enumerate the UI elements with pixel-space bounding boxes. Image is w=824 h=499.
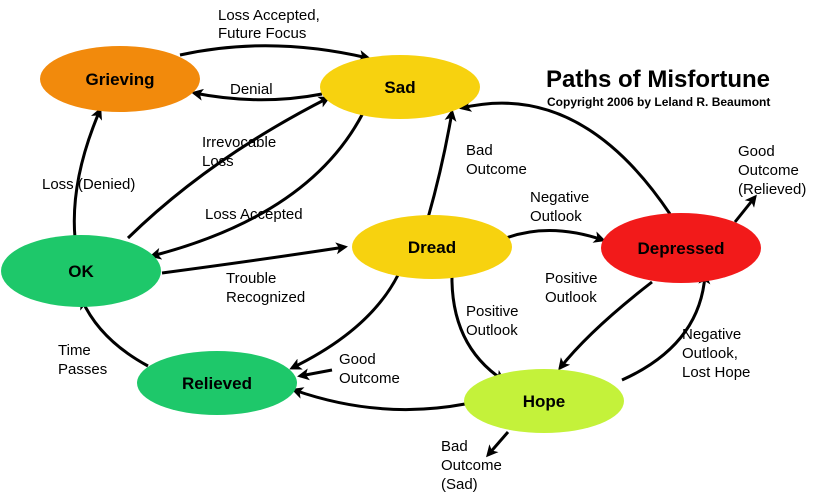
edge-dread-to-relieved [289, 274, 400, 370]
label-bad-outcome: Bad Outcome [466, 142, 527, 178]
node-dread-shape [352, 215, 512, 279]
label-positive-outlook-depressed: Positive Outlook [545, 270, 602, 306]
edge-ok-to-dread [161, 242, 348, 275]
node-ok-label: OK [68, 262, 94, 281]
node-sad: Sad [320, 55, 480, 119]
node-hope-label: Hope [523, 392, 566, 411]
label-loss-accepted-future-focus: Loss Accepted, Future Focus [218, 7, 324, 42]
node-relieved-label: Relieved [182, 374, 252, 393]
node-grieving: Grieving [40, 46, 200, 112]
label-negative-outlook: Negative Outlook [530, 189, 593, 225]
node-depressed-label: Depressed [638, 239, 725, 258]
node-grieving-shape [40, 46, 200, 112]
label-bad-outcome-sad: Bad Outcome (Sad) [441, 438, 506, 493]
node-ok-shape [1, 235, 161, 307]
edge-labels: Loss Accepted, Future Focus Denial Loss … [42, 7, 806, 493]
label-good-outcome-relieved: Good Outcome (Relieved) [738, 143, 806, 198]
edge-depressed-to-hope [558, 280, 653, 371]
label-negative-outlook-lost-hope: Negative Outlook, Lost Hope [682, 326, 750, 381]
edge-sad-to-ok [149, 112, 365, 260]
node-hope: Hope [464, 369, 624, 433]
edge-relieved-to-ok [80, 297, 149, 368]
node-sad-label: Sad [384, 78, 415, 97]
edge-depressed-to-sad [459, 100, 672, 215]
node-grieving-label: Grieving [86, 70, 155, 89]
edge-ok-to-sad [126, 96, 331, 240]
label-irrevocable-loss: Irrevocable Loss [202, 134, 280, 170]
node-depressed: Depressed [601, 213, 761, 283]
label-loss-accepted: Loss Accepted [205, 206, 303, 223]
edge-sad-to-grieving [191, 88, 323, 102]
label-trouble-recognized: Trouble Recognized [226, 270, 305, 306]
label-denial: Denial [230, 81, 273, 98]
edge-grieving-to-sad [179, 44, 371, 62]
label-time-passes: Time Passes [58, 342, 107, 378]
edge-depressed-to-relieved-outcome [733, 194, 757, 223]
node-depressed-shape [601, 213, 761, 283]
edge-dread-to-sad [426, 109, 457, 219]
node-dread-label: Dread [408, 238, 456, 257]
edge-dread-to-hope [450, 271, 506, 382]
edges [72, 44, 757, 458]
node-sad-shape [320, 55, 480, 119]
node-ok: OK [1, 235, 161, 307]
label-positive-outlook-dread: Positive Outlook [466, 303, 523, 339]
node-hope-shape [464, 369, 624, 433]
edge-good-outcome-pointer [297, 368, 333, 381]
label-good-outcome: Good Outcome [339, 351, 400, 387]
edge-hope-to-depressed [621, 272, 711, 382]
node-relieved-shape [137, 351, 297, 415]
edge-ok-to-grieving [72, 107, 102, 239]
edge-hope-to-bad-outcome [486, 431, 510, 458]
label-loss-denied: Loss (Denied) [42, 176, 135, 193]
node-relieved: Relieved [137, 351, 297, 415]
diagram-title: Paths of Misfortune [546, 66, 770, 93]
edge-dread-to-depressed [505, 228, 606, 243]
node-dread: Dread [352, 215, 512, 279]
edge-hope-to-relieved [291, 387, 466, 412]
copyright-text: Copyright 2006 by Leland R. Beaumont [547, 95, 770, 109]
